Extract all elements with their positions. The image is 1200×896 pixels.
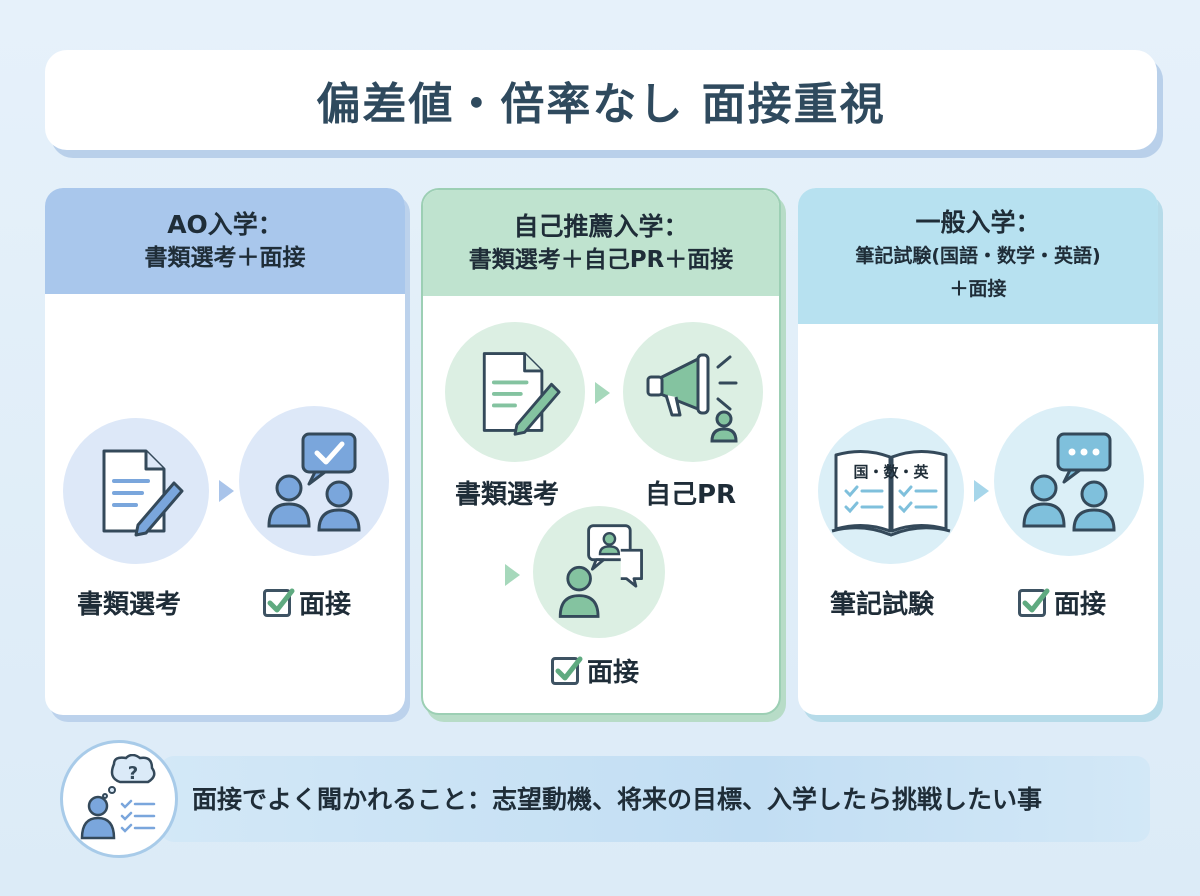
footer-text: 面接でよく聞かれること：志望動機、将来の目標、入学したら挑戦したい事 xyxy=(192,785,1043,814)
title-banner: 偏差値・倍率なし 面接重視 xyxy=(45,50,1157,150)
interview-chat-icon xyxy=(1022,432,1116,532)
arrow-right-icon xyxy=(219,480,234,502)
svg-text:?: ? xyxy=(128,763,138,784)
card-self-heading: 自己推薦入学： xyxy=(513,211,689,241)
card-general-header: 一般入学： 筆記試験(国語・数学・英語) ＋面接 xyxy=(798,188,1158,324)
megaphone-circle xyxy=(623,322,763,462)
card-general-subheading: 筆記試験(国語・数学・英語) xyxy=(855,245,1101,267)
interview-check-icon xyxy=(267,432,361,532)
step-interview-label: 面接 xyxy=(551,652,639,689)
card-ao: AO入学： 書類選考＋面接 書類選考 面接 xyxy=(45,188,405,715)
card-self-header: 自己推薦入学： 書類選考＋自己PR＋面接 xyxy=(423,190,779,296)
thinking-person-icon: ? xyxy=(80,754,156,840)
card-general-heading: 一般入学： xyxy=(915,208,1041,237)
card-self-recommendation: 自己推薦入学： 書類選考＋自己PR＋面接 書類選考 自己PR xyxy=(421,188,781,715)
open-book-icon: 国・数・英 xyxy=(831,450,951,537)
step-exam-label: 筆記試験 xyxy=(830,590,935,620)
checkbox-icon xyxy=(263,588,295,617)
footer-icon-circle: ? xyxy=(60,740,178,858)
step-self-pr-label: 自己PR xyxy=(645,480,737,510)
document-pen-icon xyxy=(102,449,184,537)
document-pen-icon xyxy=(482,352,561,436)
card-self-subheading: 書類選考＋自己PR＋面接 xyxy=(468,246,734,273)
arrow-right-icon xyxy=(974,480,989,502)
step-document-label: 書類選考 xyxy=(455,480,560,510)
exam-circle: 国・数・英 xyxy=(818,418,964,564)
card-general: 一般入学： 筆記試験(国語・数学・英語) ＋面接 国・数・英 xyxy=(798,188,1158,715)
arrow-right-icon xyxy=(595,382,610,404)
document-circle xyxy=(445,322,585,462)
interview-chat-icon xyxy=(558,524,643,618)
card-ao-header: AO入学： 書類選考＋面接 xyxy=(45,188,405,294)
footer-bar xyxy=(160,756,1150,842)
step-document-label: 書類選考 xyxy=(77,590,182,620)
footer-tip: ? 面接でよく聞かれること：志望動機、将来の目標、入学したら挑戦したい事 xyxy=(60,740,1150,860)
document-circle xyxy=(63,418,209,564)
card-ao-subheading: 書類選考＋面接 xyxy=(144,244,306,271)
checkbox-icon xyxy=(1018,588,1050,617)
interview-circle xyxy=(239,406,389,556)
page-title: 偏差値・倍率なし 面接重視 xyxy=(316,79,886,130)
card-ao-heading: AO入学： xyxy=(167,209,283,239)
book-subjects-text: 国・数・英 xyxy=(853,463,929,481)
arrow-right-icon xyxy=(505,564,520,586)
card-general-subheading-2: ＋面接 xyxy=(949,278,1007,300)
megaphone-icon xyxy=(646,353,738,443)
checkbox-icon xyxy=(551,656,583,685)
step-interview-label: 面接 xyxy=(263,584,351,621)
step-interview-label: 面接 xyxy=(1018,584,1106,621)
interview-circle xyxy=(994,406,1144,556)
interview-circle xyxy=(533,506,665,638)
